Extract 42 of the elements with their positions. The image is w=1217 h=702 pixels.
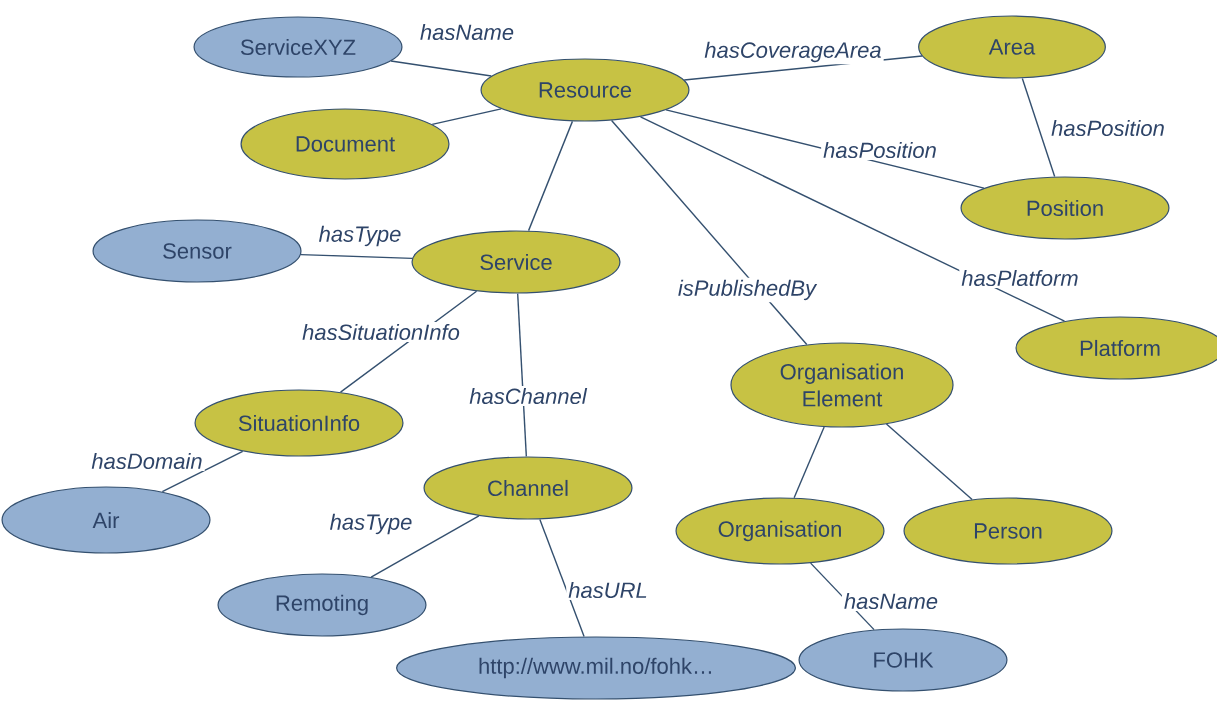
connector-line	[885, 423, 973, 501]
ellipse-node: Organisation Element	[730, 342, 954, 428]
connector-line	[793, 426, 825, 499]
ellipse-node: Air	[1, 486, 211, 554]
edge-label: hasCoverageArea	[702, 39, 884, 65]
ellipse-node: http://www.mil.no/fohk…	[396, 636, 796, 700]
connector-line	[527, 120, 574, 232]
connector-line	[300, 253, 413, 260]
ellipse-node: Remoting	[217, 573, 427, 637]
edge-label: hasName	[417, 21, 517, 43]
connector-line	[639, 116, 1066, 322]
ellipse-node: Platform	[1015, 316, 1217, 380]
ellipse-node: Person	[903, 497, 1113, 565]
edge-label: hasURL	[566, 579, 650, 601]
edge-label: hasType	[327, 511, 415, 537]
ellipse-node: Channel	[423, 456, 633, 520]
ellipse-node: Sensor	[92, 219, 302, 283]
ellipse-node: Service	[411, 230, 621, 294]
ellipse-node: Resource	[480, 58, 690, 122]
edge-label: hasType	[316, 223, 404, 249]
ellipse-node: FOHK	[798, 628, 1008, 692]
ellipse-node: SituationInfo	[194, 389, 404, 457]
connector-line	[610, 119, 808, 346]
connector-line	[1021, 77, 1056, 178]
edge-label: hasPlatform	[959, 267, 1081, 289]
edge-label: hasPosition	[821, 139, 939, 161]
connector-line	[539, 518, 585, 638]
ellipse-node: Position	[960, 176, 1170, 240]
edge-label: isPublishedBy	[675, 277, 819, 303]
ellipse-node: ServiceXYZ	[193, 16, 403, 78]
ellipse-node: Document	[240, 108, 450, 180]
edge-label: hasName	[841, 590, 941, 612]
edge-label: hasDomain	[89, 450, 205, 472]
connector-line	[370, 515, 480, 578]
edge-label: hasSituationInfo	[300, 321, 462, 343]
connector-line	[161, 450, 244, 493]
connector-line	[431, 108, 502, 126]
edge-label: hasChannel	[467, 385, 589, 407]
edge-label: hasPosition	[1049, 117, 1167, 139]
connector-line	[390, 60, 493, 77]
ellipse-node: Organisation	[675, 497, 885, 565]
ellipse-node: Area	[918, 15, 1106, 79]
